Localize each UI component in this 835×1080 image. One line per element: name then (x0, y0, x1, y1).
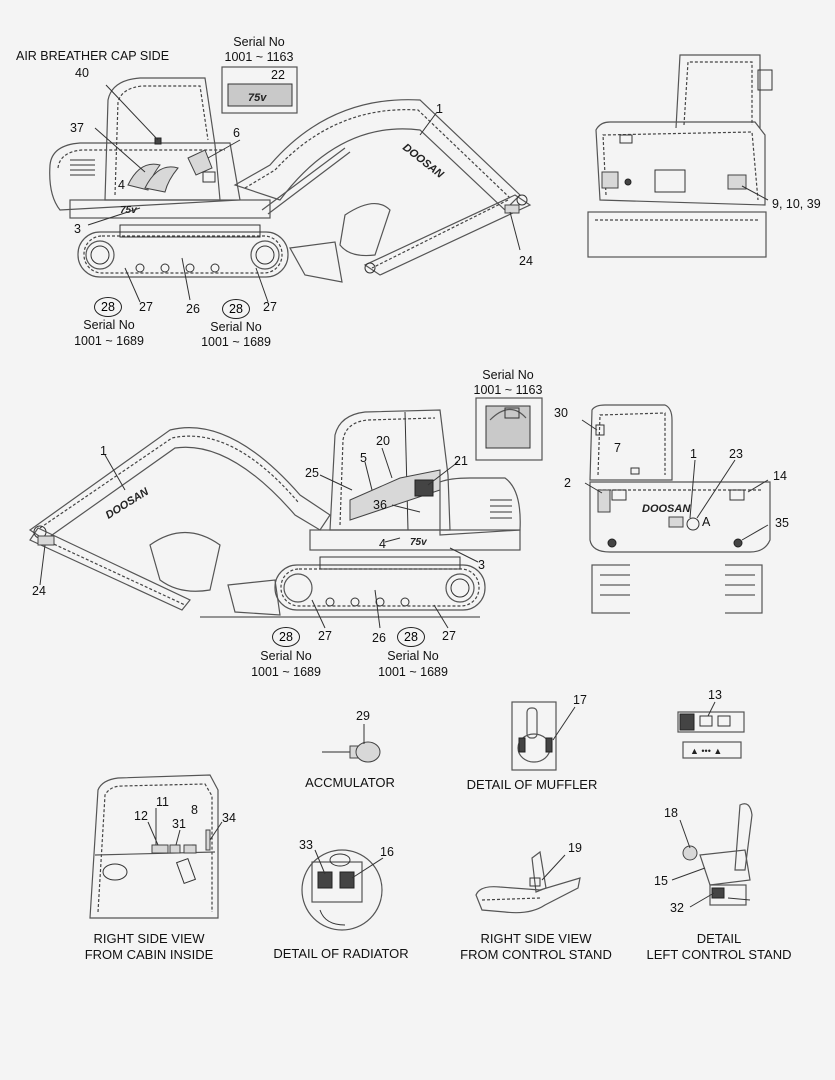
callout-27-d: 27 (442, 629, 456, 643)
callout-24-mid: 24 (32, 584, 46, 598)
callout-11: 11 (156, 795, 169, 809)
air-breather-label: AIR BREATHER CAP SIDE (16, 49, 170, 63)
serial-top-line1: Serial No (233, 35, 285, 49)
muffler-drawing (511, 701, 576, 771)
left-control-caption-1: DETAIL (696, 931, 742, 946)
cabin-caption-1: RIGHT SIDE VIEW (93, 931, 205, 946)
serial-top-b-2: 1001 ~ 1689 (201, 335, 271, 349)
cabin-caption-2: FROM CABIN INSIDE (84, 947, 214, 962)
svg-text:DOOSAN: DOOSAN (400, 142, 446, 182)
serial-mid-a-2: 1001 ~ 1689 (251, 665, 321, 679)
muffler-caption: DETAIL OF MUFFLER (466, 777, 598, 792)
callout-A: A (702, 515, 711, 529)
callout-2: 2 (564, 476, 571, 490)
callout-1-top: 1 (436, 102, 443, 116)
label-13-drawing: ▲ ••• ▲ (677, 701, 745, 759)
excavator-rear-view (587, 54, 773, 258)
callout-19: 19 (568, 841, 582, 855)
control-stand-caption-1: RIGHT SIDE VIEW (480, 931, 592, 946)
serial-top-a-1: Serial No (83, 318, 135, 332)
callout-23: 23 (729, 447, 743, 461)
callout-33: 33 (299, 838, 313, 852)
svg-text:DOOSAN: DOOSAN (642, 503, 691, 515)
callout-36: 36 (373, 498, 387, 512)
radiator-caption: DETAIL OF RADIATOR (273, 946, 409, 961)
serial-mid-a-1: Serial No (260, 649, 312, 663)
serial-top-b-1: Serial No (210, 320, 262, 334)
callout-22: 22 (271, 68, 285, 82)
callout-3-top: 3 (74, 222, 81, 236)
accumulator-drawing (322, 724, 381, 763)
callout-35: 35 (775, 516, 789, 530)
svg-text:▲ ••• ▲: ▲ ••• ▲ (690, 746, 722, 756)
callout-21: 21 (454, 454, 468, 468)
callout-13: 13 (708, 688, 722, 702)
callout-8: 8 (191, 803, 198, 817)
callout-5: 5 (360, 451, 367, 465)
callout-29: 29 (356, 709, 370, 723)
callout-1-mid: 1 (100, 444, 107, 458)
callout-14: 14 (773, 469, 787, 483)
callout-27-c: 27 (318, 629, 332, 643)
svg-text:75v: 75v (248, 92, 267, 104)
callout-24-top: 24 (519, 254, 533, 268)
callout-7: 7 (614, 441, 621, 455)
control-stand-caption-2: FROM CONTROL STAND (460, 947, 612, 962)
callout-27-b: 27 (263, 300, 277, 314)
serial-top-a-2: 1001 ~ 1689 (74, 334, 144, 348)
callout-16: 16 (380, 845, 394, 859)
accumulator-caption: ACCMULATOR (305, 775, 395, 790)
callout-25: 25 (305, 466, 319, 480)
callout-26-top: 26 (186, 302, 200, 316)
callout-17: 17 (573, 693, 587, 707)
callout-18: 18 (664, 806, 678, 820)
callout-9-10-39: 9, 10, 39 (772, 197, 821, 211)
callout-30: 30 (554, 406, 568, 420)
serial-mid-b-1: Serial No (387, 649, 439, 663)
callout-12: 12 (134, 809, 148, 823)
svg-text:DOOSAN: DOOSAN (104, 485, 152, 521)
callout-1-back: 1 (690, 447, 697, 461)
svg-text:75v: 75v (120, 205, 138, 216)
serial-mid-b-2: 1001 ~ 1689 (378, 665, 448, 679)
callout-37: 37 (70, 121, 84, 135)
callout-6: 6 (233, 126, 240, 140)
callout-4-top: 4 (118, 178, 125, 192)
excavator-right-view: DOOSAN 75v (28, 397, 543, 629)
serial-top-line2: 1001 ~ 1163 (224, 50, 294, 64)
callout-40: 40 (75, 66, 89, 80)
callout-31: 31 (172, 817, 186, 831)
callout-20: 20 (376, 434, 390, 448)
callout-15: 15 (654, 874, 668, 888)
left-control-caption-2: LEFT CONTROL STAND (646, 947, 792, 962)
callout-28-d: 28 (397, 627, 425, 647)
serial-mid-line2: 1001 ~ 1163 (473, 383, 543, 397)
serial-mid-line1: Serial No (482, 368, 534, 382)
callout-32: 32 (670, 901, 684, 915)
radiator-drawing (301, 849, 384, 931)
callout-3-mid: 3 (478, 558, 485, 572)
callout-26-mid: 26 (372, 631, 386, 645)
left-control-stand-drawing (671, 803, 753, 908)
callout-28-a: 28 (94, 297, 122, 317)
control-stand-drawing (475, 850, 581, 914)
callout-34: 34 (222, 811, 236, 825)
excavator-back-view: DOOSAN (581, 404, 771, 615)
callout-28-c: 28 (272, 627, 300, 647)
callout-27-a: 27 (139, 300, 153, 314)
svg-text:75v: 75v (410, 537, 428, 548)
cabin-inside-drawing (89, 774, 223, 919)
callout-4-mid: 4 (379, 537, 386, 551)
callout-28-b: 28 (222, 299, 250, 319)
